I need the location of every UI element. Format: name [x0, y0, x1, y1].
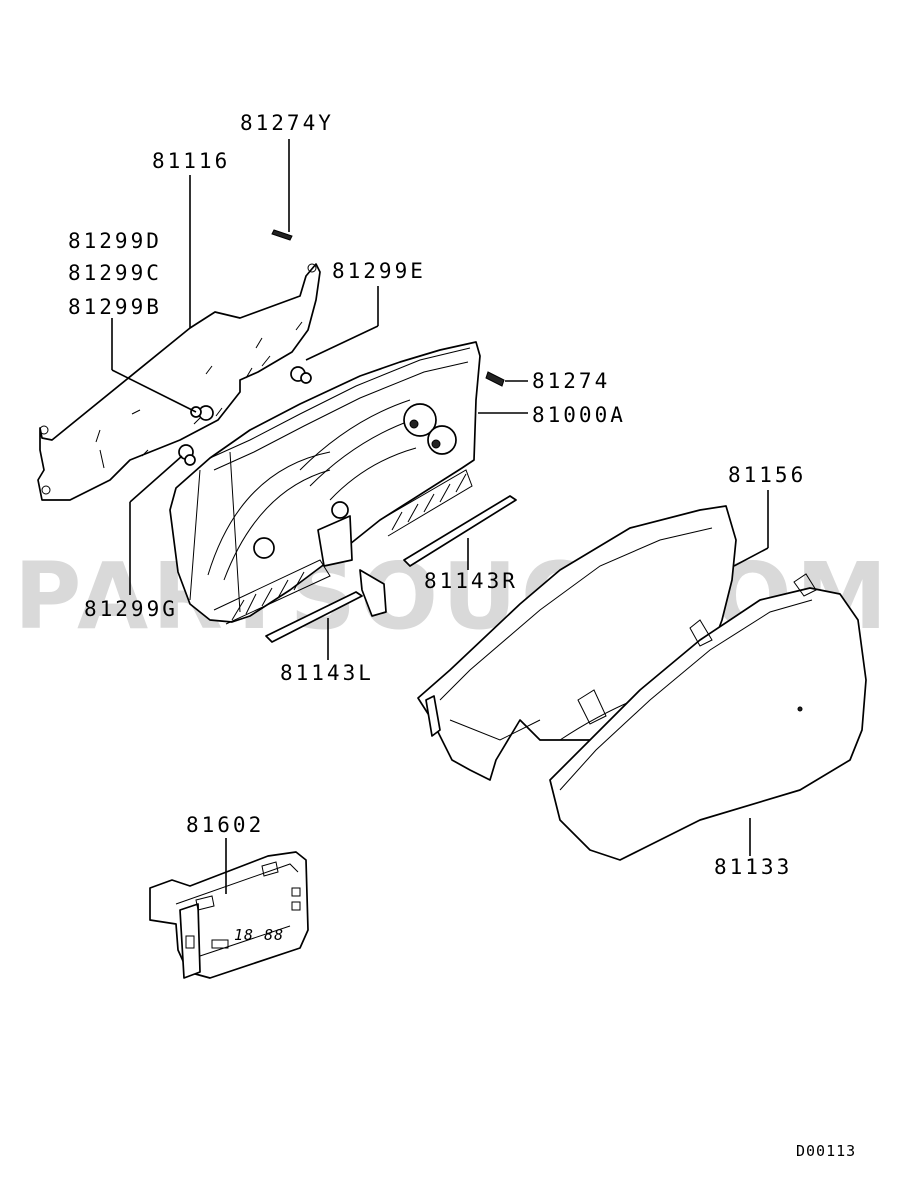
- label-81602[interactable]: 81602: [186, 813, 264, 837]
- bulb-81299g[interactable]: [178, 444, 196, 466]
- bulb-81299e[interactable]: [290, 366, 312, 384]
- plate-81143r[interactable]: [403, 495, 517, 567]
- label-81274y[interactable]: 81274Y: [240, 111, 334, 135]
- plate-81143l[interactable]: [265, 591, 363, 643]
- circuit-board-part[interactable]: [37, 263, 321, 501]
- label-81143l[interactable]: 81143L: [280, 661, 374, 685]
- screw-81274[interactable]: [485, 371, 528, 387]
- label-81143r[interactable]: 81143R: [424, 569, 518, 593]
- label-81274[interactable]: 81274: [532, 369, 610, 393]
- display-digits: 18 88: [234, 926, 284, 944]
- screw-81274y[interactable]: [271, 139, 293, 241]
- label-81156[interactable]: 81156: [728, 463, 806, 487]
- label-81299e[interactable]: 81299E: [332, 259, 426, 283]
- diagram-code: D00113: [796, 1142, 856, 1160]
- label-81299c[interactable]: 81299C: [68, 261, 162, 285]
- meter-cover-part[interactable]: [549, 573, 867, 861]
- label-81299g[interactable]: 81299G: [84, 597, 178, 621]
- display-module-part[interactable]: 18 88: [149, 851, 309, 979]
- label-81133[interactable]: 81133: [714, 855, 792, 879]
- label-81299d[interactable]: 81299D: [68, 229, 162, 253]
- leader-lines: [111, 175, 769, 894]
- label-81000a[interactable]: 81000A: [532, 403, 626, 427]
- combination-meter-part[interactable]: [169, 341, 481, 625]
- label-81299b[interactable]: 81299B: [68, 295, 162, 319]
- label-81116[interactable]: 81116: [152, 149, 230, 173]
